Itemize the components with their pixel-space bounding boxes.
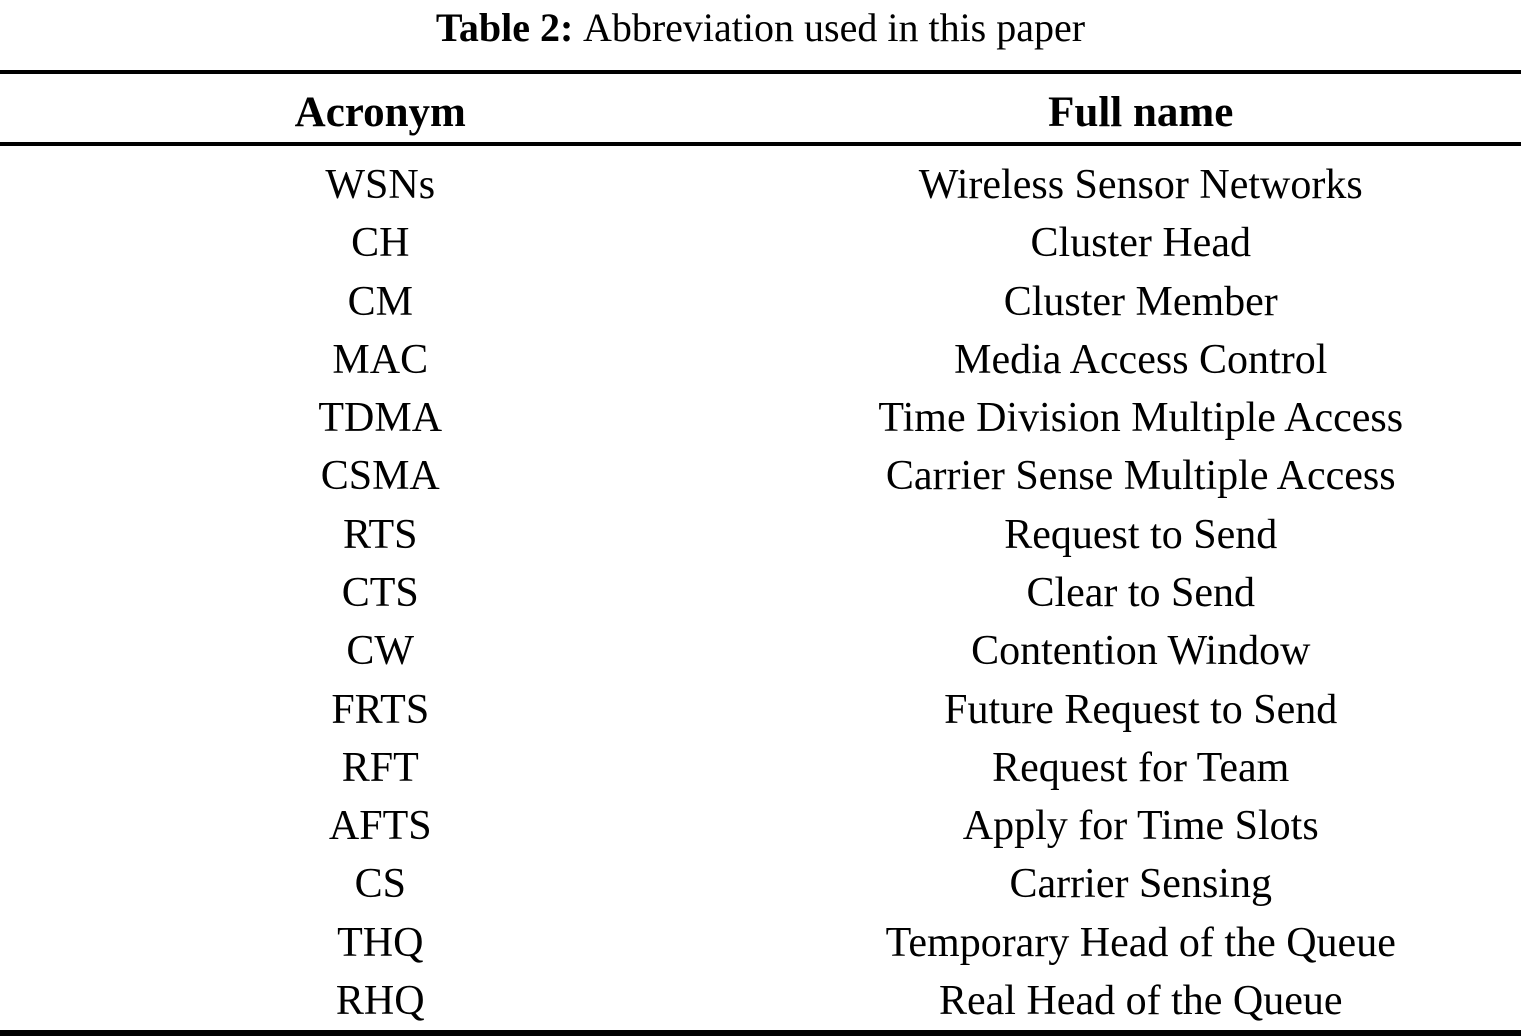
acronym-cell: CW: [346, 628, 415, 675]
fullname-cell: Request to Send: [1004, 511, 1278, 558]
acronym-cell: THQ: [337, 919, 424, 966]
table-row: CTS Clear to Send: [0, 564, 1521, 622]
acronym-cell: RHQ: [335, 977, 425, 1024]
acronym-cell: CTS: [341, 569, 419, 616]
fullname-cell: Clear to Send: [1026, 569, 1256, 616]
fullname-cell: Media Access Control: [954, 336, 1328, 383]
table-row: CM Cluster Member: [0, 273, 1521, 331]
table-row: CS Carrier Sensing: [0, 855, 1521, 913]
fullname-cell: Time Division Multiple Access: [878, 395, 1404, 442]
table-row: FRTS Future Request to Send: [0, 680, 1521, 738]
fullname-cell: Carrier Sense Multiple Access: [885, 453, 1396, 500]
acronym-cell: CS: [354, 861, 406, 908]
acronym-cell: CM: [347, 278, 413, 325]
acronym-cell: TDMA: [318, 395, 443, 442]
table-caption-text: Abbreviation used in this paper: [582, 5, 1086, 50]
fullname-cell: Request for Team: [992, 744, 1290, 791]
table-bottom-rule: [0, 1030, 1521, 1036]
acronym-cell: CSMA: [320, 453, 440, 500]
table-row: CH Cluster Head: [0, 214, 1521, 272]
fullname-cell: Apply for Time Slots: [962, 803, 1319, 850]
acronym-cell: AFTS: [328, 803, 432, 850]
fullname-cell: Carrier Sensing: [1009, 861, 1272, 908]
table-row: CW Contention Window: [0, 622, 1521, 680]
column-header-acronym: Acronym: [294, 88, 466, 136]
table-row: TDMA Time Division Multiple Access: [0, 389, 1521, 447]
acronym-cell: MAC: [332, 336, 429, 383]
fullname-cell: Cluster Head: [1030, 220, 1251, 267]
acronym-cell: FRTS: [331, 686, 430, 733]
table-header-rule: [0, 142, 1521, 146]
table-row: RFT Request for Team: [0, 739, 1521, 797]
table-header-row: Acronym Full name: [0, 74, 1521, 142]
table-row: WSNs Wireless Sensor Networks: [0, 156, 1521, 214]
fullname-cell: Cluster Member: [1003, 278, 1278, 325]
table-row: AFTS Apply for Time Slots: [0, 797, 1521, 855]
fullname-cell: Future Request to Send: [944, 686, 1338, 733]
table-caption-label: Table 2:: [435, 5, 574, 50]
fullname-cell: Temporary Head of the Queue: [885, 919, 1396, 966]
acronym-cell: WSNs: [325, 162, 436, 209]
fullname-cell: Real Head of the Queue: [939, 977, 1343, 1024]
table-top-rule: [0, 70, 1521, 74]
acronym-cell: RTS: [342, 511, 418, 558]
fullname-cell: Contention Window: [971, 628, 1311, 675]
table-row: CSMA Carrier Sense Multiple Access: [0, 447, 1521, 505]
table-row: THQ Temporary Head of the Queue: [0, 913, 1521, 971]
table-row: RTS Request to Send: [0, 506, 1521, 564]
column-header-fullname: Full name: [1048, 88, 1234, 136]
table-row: MAC Media Access Control: [0, 331, 1521, 389]
table-row: RHQ Real Head of the Queue: [0, 972, 1521, 1030]
table-caption: Table 2: Abbreviation used in this paper: [0, 0, 1521, 70]
fullname-cell: Wireless Sensor Networks: [918, 162, 1363, 209]
acronym-cell: CH: [351, 220, 410, 267]
acronym-cell: RFT: [341, 744, 419, 791]
